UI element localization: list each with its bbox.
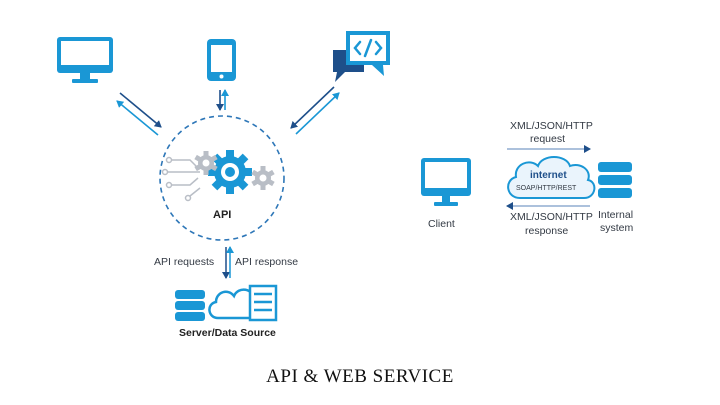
code-chat-icon	[333, 31, 390, 82]
internal-label-line2: system	[600, 222, 634, 234]
api-label: API	[213, 209, 232, 221]
client-label: Client	[428, 218, 455, 230]
protocols-label: SOAP/HTTP/REST	[516, 185, 577, 192]
code-api-connector	[290, 86, 340, 135]
response-label-line2: response	[525, 225, 569, 237]
page-caption: API & WEB SERVICE	[266, 366, 454, 387]
smartphone-icon	[207, 39, 236, 81]
api-response-label: API response	[235, 256, 299, 268]
internal-label-line1: Internal	[598, 209, 634, 221]
cloud-server-icon	[208, 284, 278, 322]
server-label: Server/Data Source	[179, 327, 276, 339]
request-label-line1: XML/JSON/HTTP	[510, 120, 593, 132]
api-boundary	[159, 115, 285, 241]
database-icon	[175, 290, 205, 321]
monitor-api-connector	[116, 92, 162, 136]
circuit-lines	[161, 156, 201, 202]
api-requests-label: API requests	[154, 256, 215, 268]
internal-database-icon	[598, 162, 632, 198]
internet-label: internet	[530, 170, 567, 181]
response-label-line1: XML/JSON/HTTP	[510, 211, 593, 223]
internet-cloud-icon	[507, 156, 596, 199]
gear-icon	[194, 150, 275, 194]
phone-api-connector	[216, 89, 229, 111]
request-label-line2: request	[530, 133, 566, 145]
client-monitor-icon	[421, 158, 471, 206]
monitor-icon	[57, 37, 113, 83]
api-server-connector	[222, 246, 234, 279]
